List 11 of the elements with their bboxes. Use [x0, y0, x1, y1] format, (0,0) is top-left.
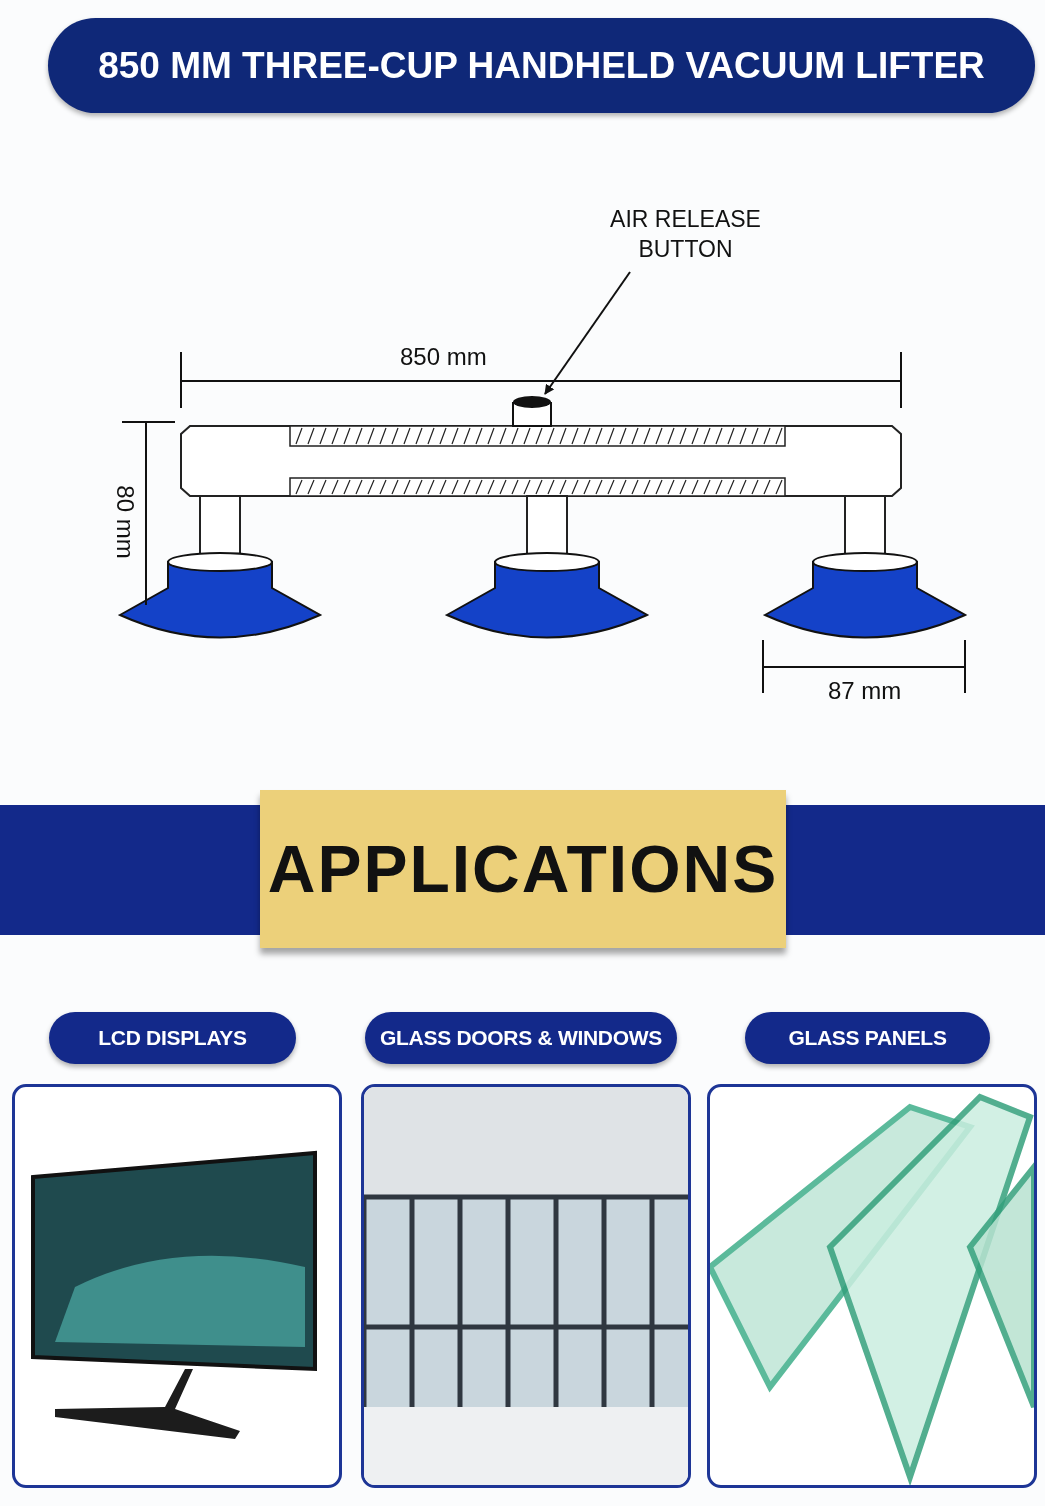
dimension-label: 80 mm — [110, 485, 139, 559]
callout-text: AIR RELEASE BUTTON — [598, 204, 773, 264]
button-icon — [512, 396, 552, 427]
dimension-label: 850 mm — [400, 343, 487, 371]
category-label: LCD DISPLAYS — [49, 1012, 296, 1064]
category-label: GLASS DOORS & WINDOWS — [365, 1012, 677, 1064]
title-banner: 850 MM THREE-CUP HANDHELD VACUUM LIFTER — [48, 18, 1035, 113]
leader-line — [544, 271, 631, 395]
dimension-label: 87 mm — [828, 677, 902, 705]
section-heading: APPLICATIONS — [260, 790, 786, 948]
category-label: GLASS PANELS — [745, 1012, 990, 1064]
